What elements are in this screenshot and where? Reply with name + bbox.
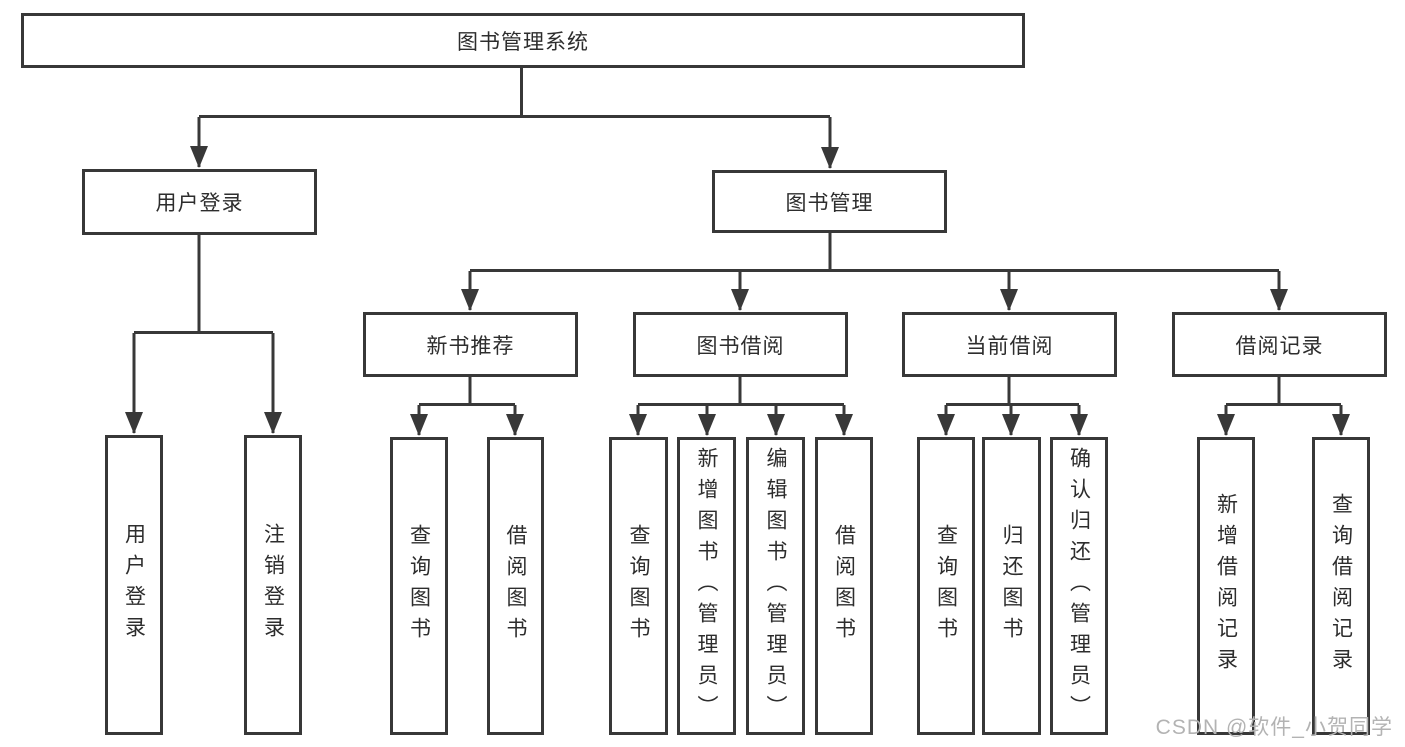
- node-borrow-records: 借阅记录: [1172, 312, 1387, 377]
- leaf-logout: 注销登录: [244, 435, 302, 735]
- leaf-return-books: 归还图书: [982, 437, 1041, 735]
- leaf-query-books-borrow: 查询图书: [609, 437, 668, 735]
- leaf-query-books-current: 查询图书: [917, 437, 975, 735]
- node-book-borrow: 图书借阅: [633, 312, 848, 377]
- leaf-edit-books-admin: 编辑图书（管理员）: [746, 437, 805, 735]
- leaf-user-login: 用户登录: [105, 435, 163, 735]
- edges-root-to-level2: [190, 68, 839, 169]
- leaf-query-books-recommend: 查询图书: [390, 437, 448, 735]
- edges-borrow-records-children: [1217, 377, 1350, 436]
- node-book-management: 图书管理: [712, 170, 947, 233]
- edges-user-login-children: [125, 235, 282, 434]
- edges-new-book-recommend-children: [410, 377, 524, 436]
- node-current-borrow: 当前借阅: [902, 312, 1117, 377]
- edges-book-management-children: [461, 233, 1288, 311]
- leaf-add-books-admin: 新增图书（管理员）: [677, 437, 736, 735]
- leaf-add-borrow-record: 新增借阅记录: [1197, 437, 1255, 735]
- watermark: CSDN @软件_小贺同学: [1155, 716, 1393, 739]
- leaf-query-borrow-record: 查询借阅记录: [1312, 437, 1370, 735]
- leaf-confirm-return-admin: 确认归还（管理员）: [1050, 437, 1108, 735]
- node-user-login: 用户登录: [82, 169, 317, 235]
- leaf-borrow-books-recommend: 借阅图书: [487, 437, 544, 735]
- node-library-management-system: 图书管理系统: [21, 13, 1025, 68]
- leaf-borrow-books: 借阅图书: [815, 437, 873, 735]
- edges-current-borrow-children: [937, 377, 1088, 436]
- edges-book-borrow-children: [629, 377, 853, 436]
- node-new-book-recommend: 新书推荐: [363, 312, 578, 377]
